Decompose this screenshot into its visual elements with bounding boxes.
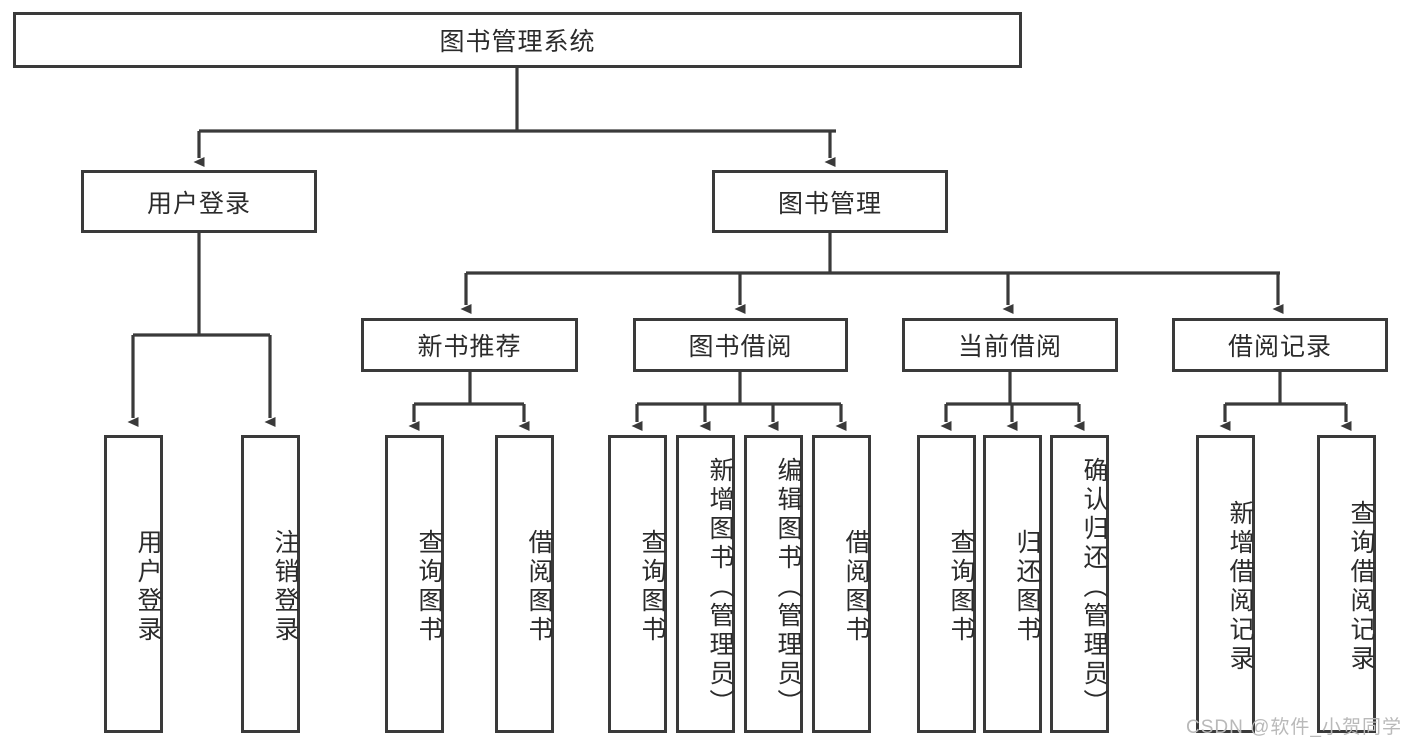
node-label: 注销登录 <box>271 529 299 645</box>
leaf-return-book[interactable]: 归还图书 <box>983 435 1042 733</box>
node-borrow-record[interactable]: 借阅记录 <box>1172 318 1388 372</box>
node-label: 借阅记录 <box>1227 333 1332 361</box>
leaf-user-login[interactable]: 用户登录 <box>104 435 163 733</box>
leaf-query-book-current[interactable]: 查询图书 <box>917 435 976 733</box>
node-label: 编辑图书（管理员） <box>774 456 802 718</box>
node-label: 新书推荐 <box>417 333 522 361</box>
node-label: 图书管理系统 <box>439 28 596 56</box>
node-label: 图书管理 <box>777 189 882 218</box>
node-label: 借阅图书 <box>525 529 553 645</box>
node-label: 用户登录 <box>146 189 251 218</box>
node-label: 图书借阅 <box>688 333 793 361</box>
leaf-add-book-admin[interactable]: 新增图书（管理员） <box>676 435 735 733</box>
csdn-watermark: CSDN @软件_小贺同学 <box>1186 717 1402 738</box>
node-label: 查询图书 <box>638 529 666 645</box>
leaf-add-borrow-record[interactable]: 新增借阅记录 <box>1196 435 1255 733</box>
leaf-query-book-borrow[interactable]: 查询图书 <box>608 435 667 733</box>
node-label: 用户登录 <box>134 529 162 645</box>
leaf-borrow-book-recommend[interactable]: 借阅图书 <box>495 435 554 733</box>
node-label: 借阅图书 <box>842 529 870 645</box>
node-user-login[interactable]: 用户登录 <box>81 170 317 233</box>
node-current-borrow[interactable]: 当前借阅 <box>902 318 1118 372</box>
node-label: 归还图书 <box>1013 529 1041 645</box>
node-root-book-management-system[interactable]: 图书管理系统 <box>13 12 1022 68</box>
leaf-edit-book-admin[interactable]: 编辑图书（管理员） <box>744 435 803 733</box>
node-label: 查询借阅记录 <box>1347 500 1375 674</box>
node-label: 查询图书 <box>947 529 975 645</box>
node-label: 新增图书（管理员） <box>706 456 734 718</box>
leaf-query-borrow-record[interactable]: 查询借阅记录 <box>1317 435 1376 733</box>
node-book-management[interactable]: 图书管理 <box>712 170 948 233</box>
node-new-book-recommend[interactable]: 新书推荐 <box>361 318 578 372</box>
leaf-borrow-book[interactable]: 借阅图书 <box>812 435 871 733</box>
node-label: 新增借阅记录 <box>1226 500 1254 674</box>
node-label: 确认归还（管理员） <box>1080 456 1108 718</box>
leaf-logout[interactable]: 注销登录 <box>241 435 300 733</box>
node-label: 当前借阅 <box>957 333 1062 361</box>
leaf-query-book-recommend[interactable]: 查询图书 <box>385 435 444 733</box>
node-label: 查询图书 <box>415 529 443 645</box>
node-book-borrow[interactable]: 图书借阅 <box>633 318 848 372</box>
leaf-confirm-return-admin[interactable]: 确认归还（管理员） <box>1050 435 1109 733</box>
